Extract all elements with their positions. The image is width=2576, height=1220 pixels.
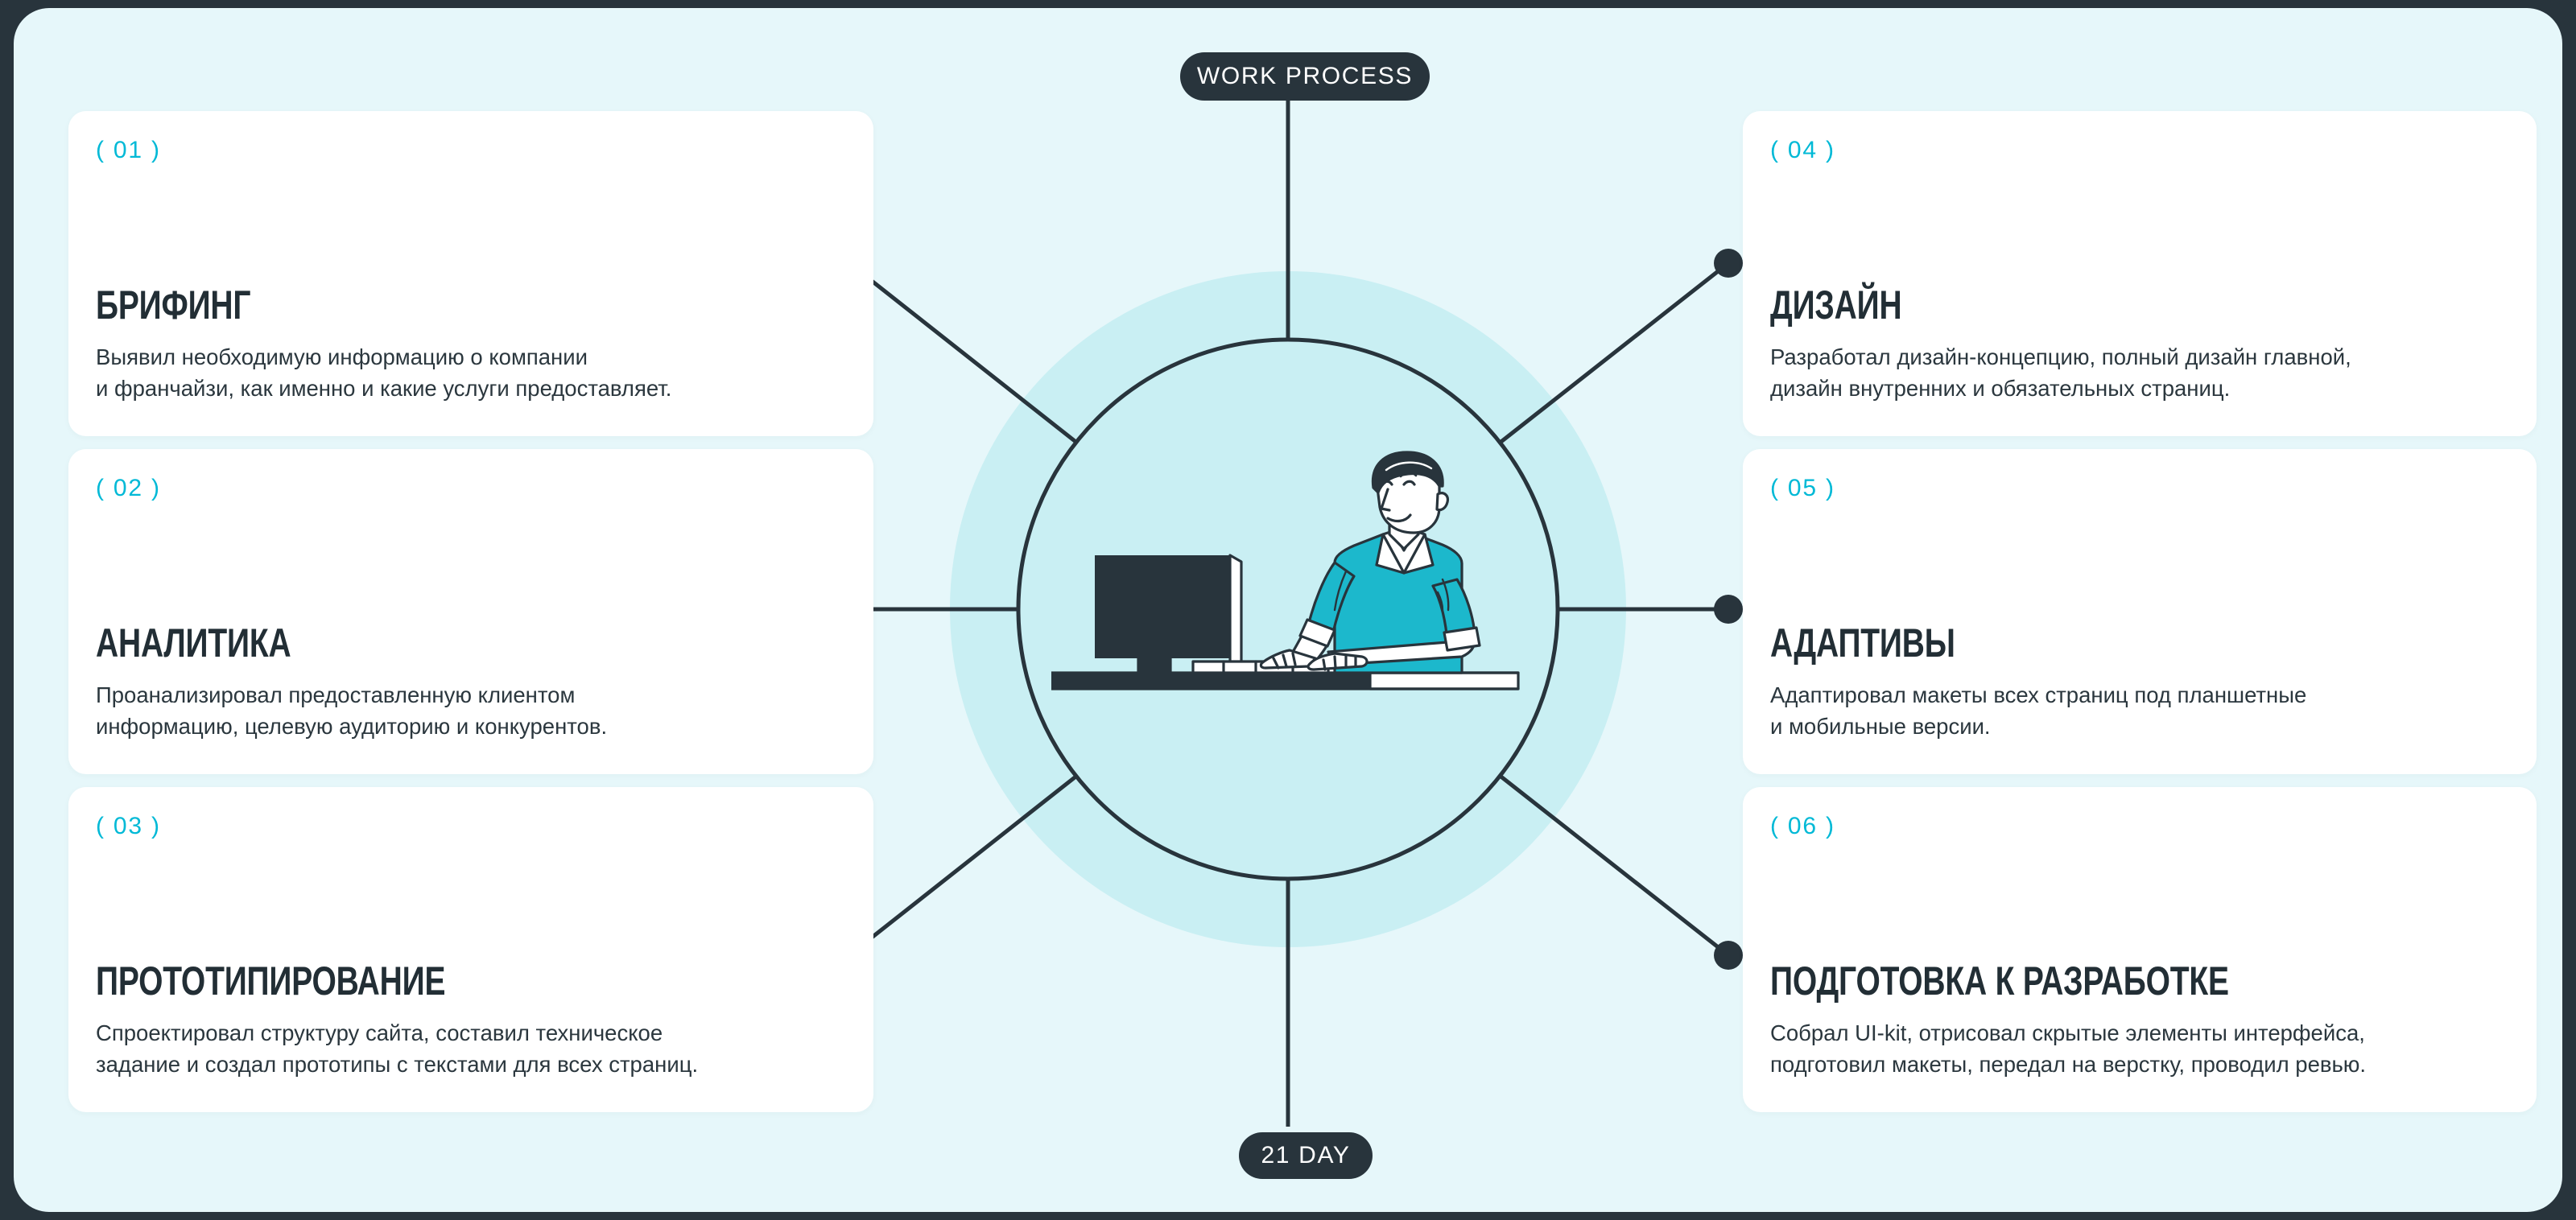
card-description-line: Проанализировал предоставленную клиентом [96, 682, 576, 707]
card-content: ( 04 ) ДИЗАЙН Разработал дизайн-концепци… [1770, 111, 2509, 436]
monitor-side [1228, 554, 1243, 666]
process-card-06[interactable]: ( 06 ) ПОДГОТОВКА К РАЗРАБОТКЕ Собрал UI… [1743, 787, 2537, 1112]
card-description-line: задание и создал прототипы с текстами дл… [96, 1051, 699, 1077]
right-finger-1 [1322, 658, 1327, 671]
ear [1435, 492, 1449, 512]
desk-surface-light [1368, 671, 1520, 690]
card-description: Адаптировал макеты всех страниц под план… [1770, 680, 2509, 742]
card-description: Разработал дизайн-концепцию, полный диза… [1770, 342, 2509, 404]
card-description-line: Собрал UI-kit, отрисовал скрытые элемент… [1770, 1020, 2365, 1045]
card-title: АНАЛИТИКА [96, 620, 291, 666]
card-description-line: Спроектировал структуру сайта, составил … [96, 1020, 663, 1045]
card-number: ( 03 ) [96, 813, 161, 839]
hub-dot-04 [1714, 249, 1743, 278]
card-description: Проанализировал предоставленную клиентом… [96, 680, 846, 742]
illustration-svg [1051, 451, 1520, 690]
hub-dot-06 [1714, 941, 1743, 970]
card-description-line: дизайн внутренних и обязательных страниц… [1770, 375, 2231, 401]
card-description-line: и мобильные версии. [1770, 713, 1991, 739]
card-number: ( 01 ) [96, 137, 161, 163]
right-cuff [1443, 626, 1481, 652]
monitor-stand [1138, 608, 1170, 674]
card-title: ПРОТОТИПИРОВАНИЕ [96, 958, 446, 1004]
process-card-02[interactable]: ( 02 ) АНАЛИТИКА Проанализировал предост… [68, 449, 873, 774]
card-number: ( 06 ) [1770, 813, 1835, 839]
hub-dot-05 [1714, 595, 1743, 624]
card-description-line: информацию, целевую аудиторию и конкурен… [96, 713, 608, 739]
card-description-line: Разработал дизайн-концепцию, полный диза… [1770, 344, 2351, 369]
card-title: АДАПТИВЫ [1770, 620, 1955, 666]
card-number: ( 02 ) [96, 475, 161, 501]
person-at-desk-illustration [1051, 451, 1552, 789]
card-content: ( 06 ) ПОДГОТОВКА К РАЗРАБОТКЕ Собрал UI… [1770, 787, 2509, 1112]
card-description-line: и франчайзи, как именно и какие услуги п… [96, 375, 672, 401]
duration-badge[interactable]: 21 DAY [1239, 1132, 1373, 1179]
card-description: Спроектировал структуру сайта, составил … [96, 1018, 846, 1080]
card-content: ( 01 ) БРИФИНГ Выявил необходимую информ… [96, 111, 846, 436]
card-description-line: подготовил макеты, передал на верстку, п… [1770, 1051, 2367, 1077]
card-title: ПОДГОТОВКА К РАЗРАБОТКЕ [1770, 958, 2229, 1004]
process-card-01[interactable]: ( 01 ) БРИФИНГ Выявил необходимую информ… [68, 111, 873, 436]
process-card-05[interactable]: ( 05 ) АДАПТИВЫ Адаптировал макеты всех … [1743, 449, 2537, 774]
card-content: ( 02 ) АНАЛИТИКА Проанализировал предост… [96, 449, 846, 774]
work-process-badge[interactable]: WORK PROCESS [1180, 52, 1430, 101]
card-description: Выявил необходимую информацию о компании… [96, 342, 846, 404]
process-card-03[interactable]: ( 03 ) ПРОТОТИПИРОВАНИЕ Спроектировал ст… [68, 787, 873, 1112]
card-title: ДИЗАЙН [1770, 282, 1902, 328]
card-number: ( 04 ) [1770, 137, 1835, 163]
card-description-line: Адаптировал макеты всех страниц под план… [1770, 682, 2307, 707]
desk-surface-dark [1051, 673, 1370, 689]
card-title: БРИФИНГ [96, 282, 251, 328]
card-content: ( 05 ) АДАПТИВЫ Адаптировал макеты всех … [1770, 449, 2509, 774]
card-number: ( 05 ) [1770, 475, 1835, 501]
process-card-04[interactable]: ( 04 ) ДИЗАЙН Разработал дизайн-концепци… [1743, 111, 2537, 436]
infographic-stage: WORK PROCESS 21 DAY ( 01 ) БРИФИНГ Выяви… [14, 8, 2562, 1212]
card-description: Собрал UI-kit, отрисовал скрытые элемент… [1770, 1018, 2509, 1080]
card-content: ( 03 ) ПРОТОТИПИРОВАНИЕ Спроектировал ст… [96, 787, 846, 1112]
card-description-line: Выявил необходимую информацию о компании [96, 344, 588, 369]
